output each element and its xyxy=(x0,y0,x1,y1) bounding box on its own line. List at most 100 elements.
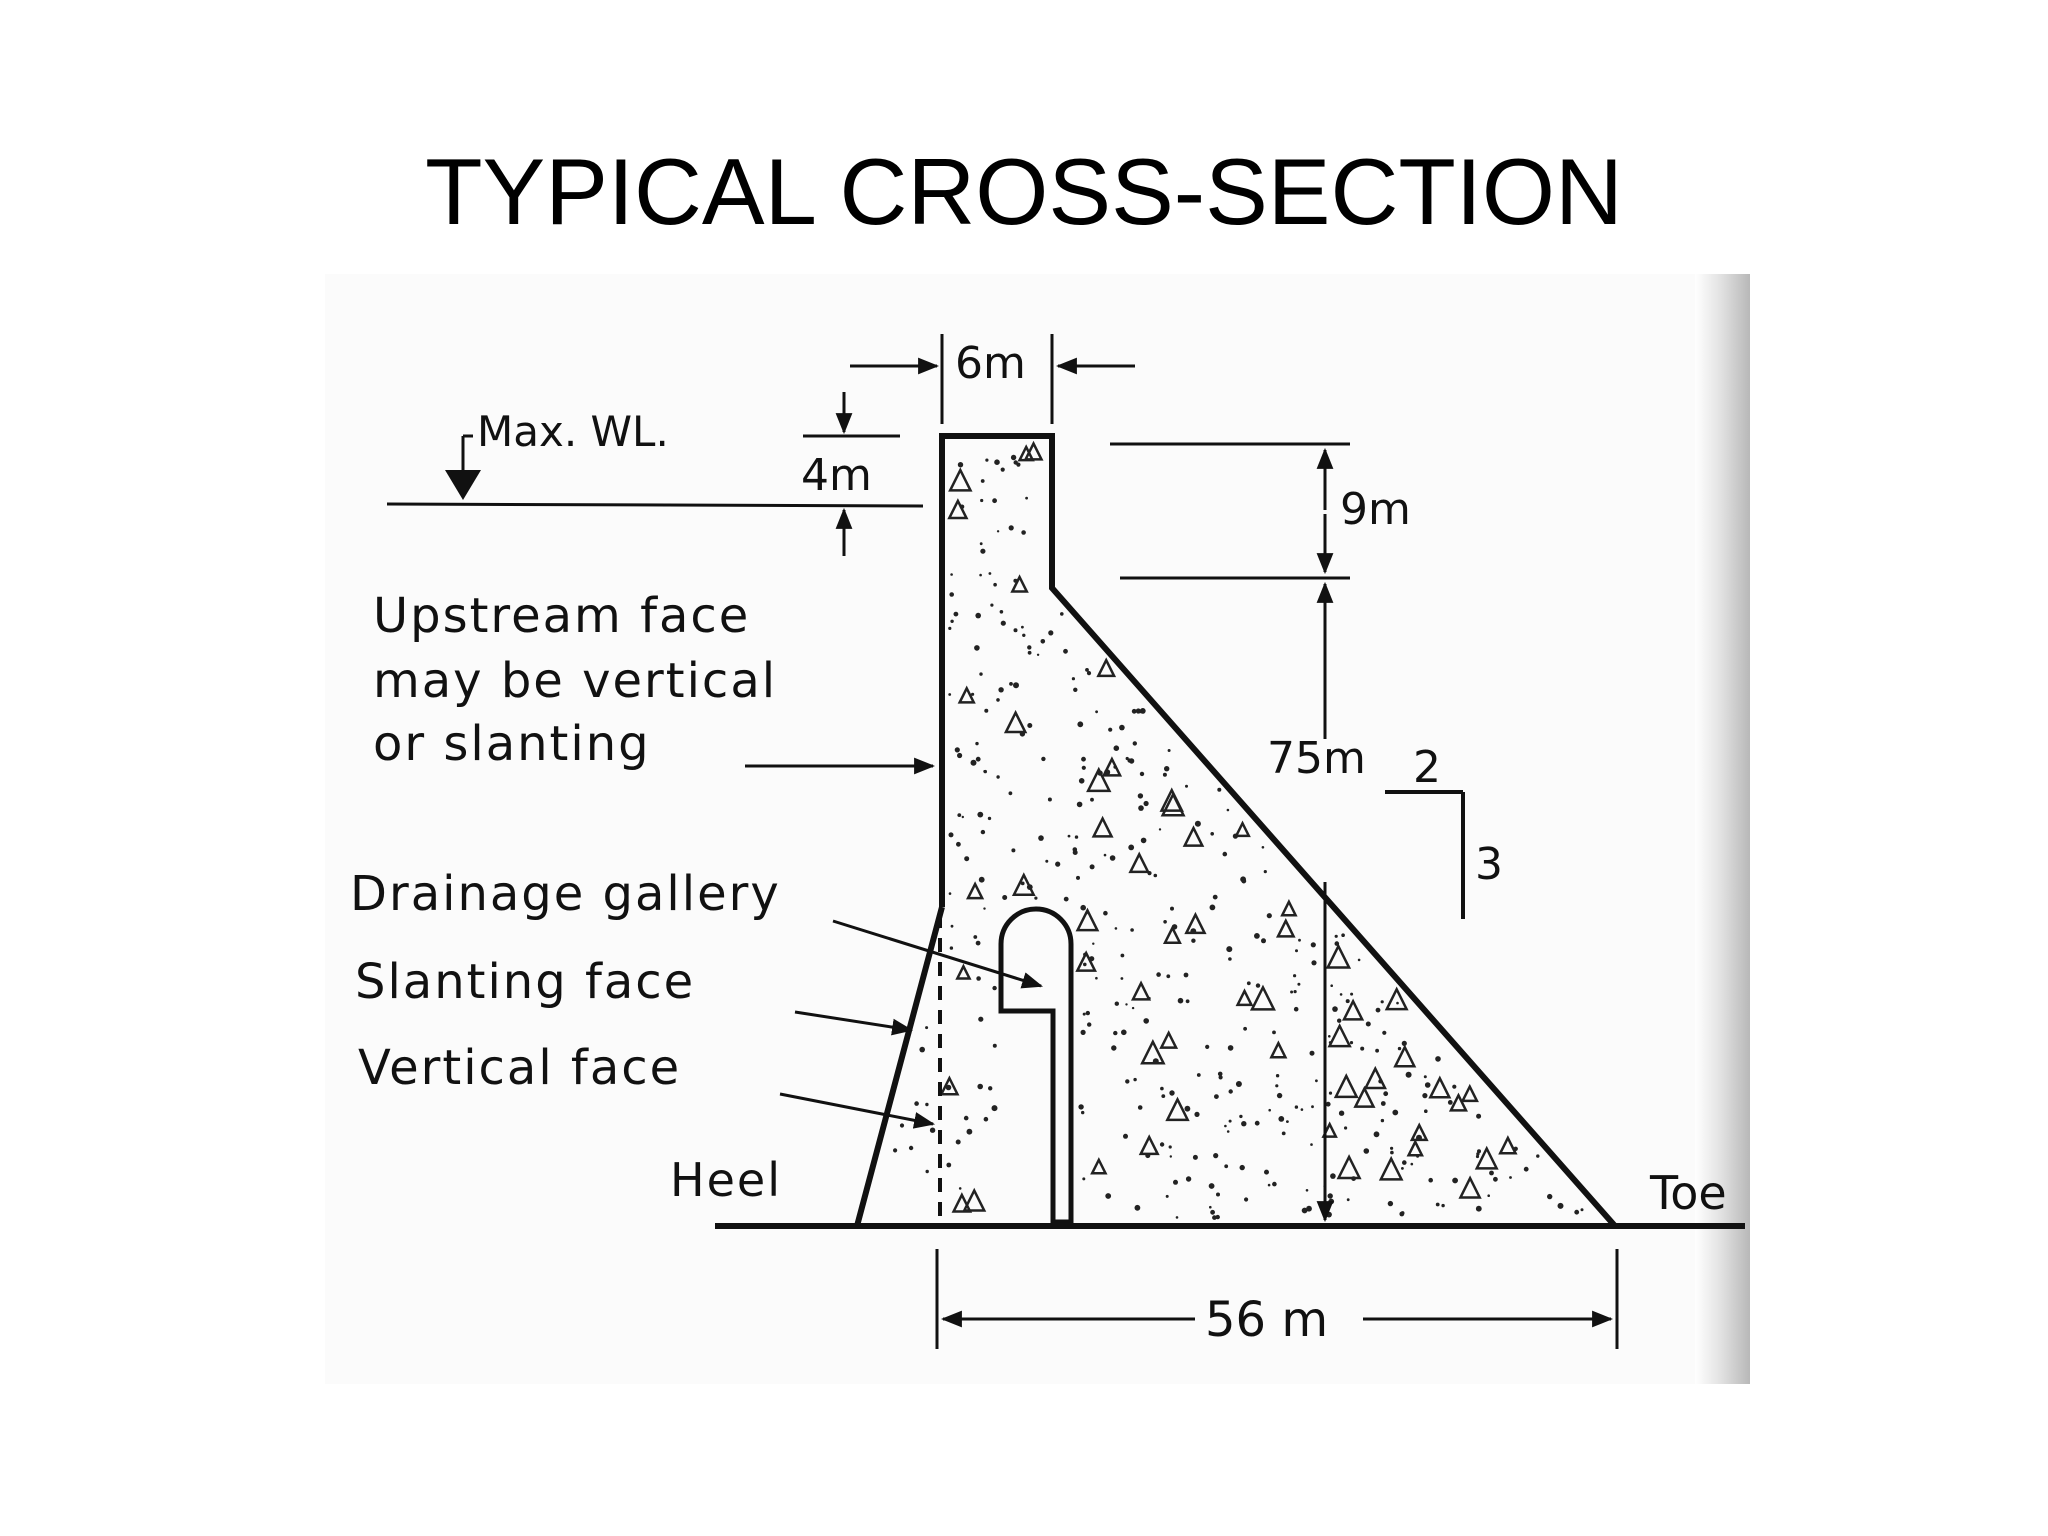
aggregate-dot xyxy=(946,1162,952,1168)
aggregate-dot xyxy=(1351,1176,1356,1181)
aggregate-dot xyxy=(1228,1089,1233,1094)
aggregate-dot xyxy=(1424,1082,1431,1088)
aggregate-dot xyxy=(1222,851,1228,857)
aggregate-stone xyxy=(1393,1044,1417,1068)
aggregate-dot xyxy=(998,687,1004,693)
aggregate-stone xyxy=(1406,1139,1424,1157)
aggregate-dot xyxy=(1226,808,1230,812)
aggregate-dot xyxy=(1447,1100,1453,1105)
aggregate-dot xyxy=(1424,1109,1428,1113)
aggregate-dot xyxy=(955,1139,961,1145)
aggregate-stone xyxy=(951,1192,973,1213)
aggregate-stone xyxy=(1460,1083,1479,1103)
aggregate-dot xyxy=(1416,1154,1420,1158)
aggregate-stone xyxy=(1325,943,1352,969)
aggregate-stone xyxy=(1280,899,1298,917)
aggregate-dot xyxy=(1083,962,1087,967)
aggregate-dot xyxy=(1103,853,1107,857)
aggregate-dot xyxy=(1278,1116,1285,1122)
aggregate-dot xyxy=(1263,870,1267,874)
aggregate-dot xyxy=(1009,682,1013,686)
aggregate-dot xyxy=(1145,1153,1151,1159)
aggregate-dot xyxy=(1063,648,1068,654)
aggregate-stone xyxy=(1234,820,1251,838)
aggregate-stone xyxy=(1275,918,1296,938)
aggregate-dot xyxy=(1027,650,1032,655)
aggregate-dot xyxy=(1089,956,1095,962)
aggregate-dot xyxy=(1120,953,1125,958)
aggregate-stone xyxy=(1140,1039,1166,1065)
aggregate-dot xyxy=(994,459,1000,465)
aggregate-dot xyxy=(1185,784,1188,788)
aggregate-dot xyxy=(949,946,954,950)
aggregate-dot xyxy=(1013,682,1019,689)
aggregate-dot xyxy=(1216,1192,1220,1197)
aggregate-dot xyxy=(1332,1006,1338,1012)
aggregate-stone xyxy=(1003,709,1028,734)
aggregate-dot xyxy=(1357,958,1361,962)
aggregate-stone xyxy=(965,881,985,900)
aggregate-dot xyxy=(1294,1105,1299,1109)
aggregate-dot xyxy=(1487,1194,1490,1197)
aggregate-dot xyxy=(1143,800,1149,807)
aggregate-dot xyxy=(1138,805,1144,811)
aggregate-dot xyxy=(1536,1154,1540,1158)
aggregate-dot xyxy=(1173,1179,1178,1185)
aggregate-dot xyxy=(1400,1211,1405,1215)
aggregate-dot xyxy=(1272,1181,1277,1187)
aggregate-stone xyxy=(1010,574,1029,593)
aggregate-stone xyxy=(1458,1175,1482,1199)
aggregate-dot xyxy=(1132,741,1137,746)
aggregate-dot xyxy=(1244,1197,1249,1202)
aggregate-dot xyxy=(1254,1120,1260,1126)
aggregate-dot xyxy=(1217,787,1222,792)
aggregate-dot xyxy=(1011,848,1016,853)
aggregate-stone xyxy=(1086,766,1112,793)
drainage-gallery-pointer xyxy=(832,919,1044,989)
aggregate-dot xyxy=(1045,859,1049,863)
aggregate-dot xyxy=(1120,977,1124,980)
aggregate-dot xyxy=(1365,1021,1371,1027)
aggregate-dot xyxy=(1082,1177,1086,1181)
aggregate-dot xyxy=(1286,1120,1289,1123)
aggregate-dot xyxy=(1261,938,1266,944)
aggregate-dot xyxy=(1297,982,1301,986)
freeboard-label: 4m xyxy=(801,450,872,501)
aggregate-dot xyxy=(964,856,970,862)
upper-height-label: 9m xyxy=(1340,484,1411,535)
aggregate-dot xyxy=(1171,924,1178,930)
aggregate-dot xyxy=(1493,1176,1498,1182)
aggregate-dot xyxy=(1047,797,1052,802)
aggregate-stone xyxy=(1384,986,1409,1011)
aggregate-dot xyxy=(1165,1194,1169,1198)
aggregate-dot xyxy=(1205,1044,1210,1049)
aggregate-dot xyxy=(899,1123,905,1128)
aggregate-dot xyxy=(1246,981,1251,986)
aggregate-dot xyxy=(1405,1071,1412,1078)
aggregate-stone xyxy=(948,467,973,492)
aggregate-dot xyxy=(1475,1205,1482,1212)
max-wl-triangle-icon xyxy=(445,470,481,500)
aggregate-dot xyxy=(1095,976,1098,980)
aggregate-dot xyxy=(1076,875,1080,880)
aggregate-dot xyxy=(1027,723,1033,728)
aggregate-dot xyxy=(956,841,961,847)
aggregate-dot xyxy=(991,1105,998,1112)
aggregate-dot xyxy=(1268,1108,1271,1112)
aggregate-dot xyxy=(1339,993,1343,996)
aggregate-stone xyxy=(955,963,972,980)
aggregate-dot xyxy=(1334,941,1340,946)
dam-outline xyxy=(854,433,1618,1228)
aggregate-dot xyxy=(1239,1164,1245,1171)
aggregate-dot xyxy=(1293,1006,1299,1012)
aggregate-dot xyxy=(1392,1109,1399,1116)
aggregate-dot xyxy=(1325,1101,1331,1107)
aggregate-dot xyxy=(1264,1169,1269,1175)
aggregate-dot xyxy=(980,498,984,503)
aggregate-stone xyxy=(1130,980,1152,1001)
drainage-gallery-label: Drainage gallery xyxy=(350,866,781,922)
aggregate-dot xyxy=(1026,884,1033,890)
aggregate-dot xyxy=(1435,1056,1441,1062)
aggregate-dot xyxy=(1390,1146,1394,1150)
aggregate-dot xyxy=(1390,1150,1394,1155)
